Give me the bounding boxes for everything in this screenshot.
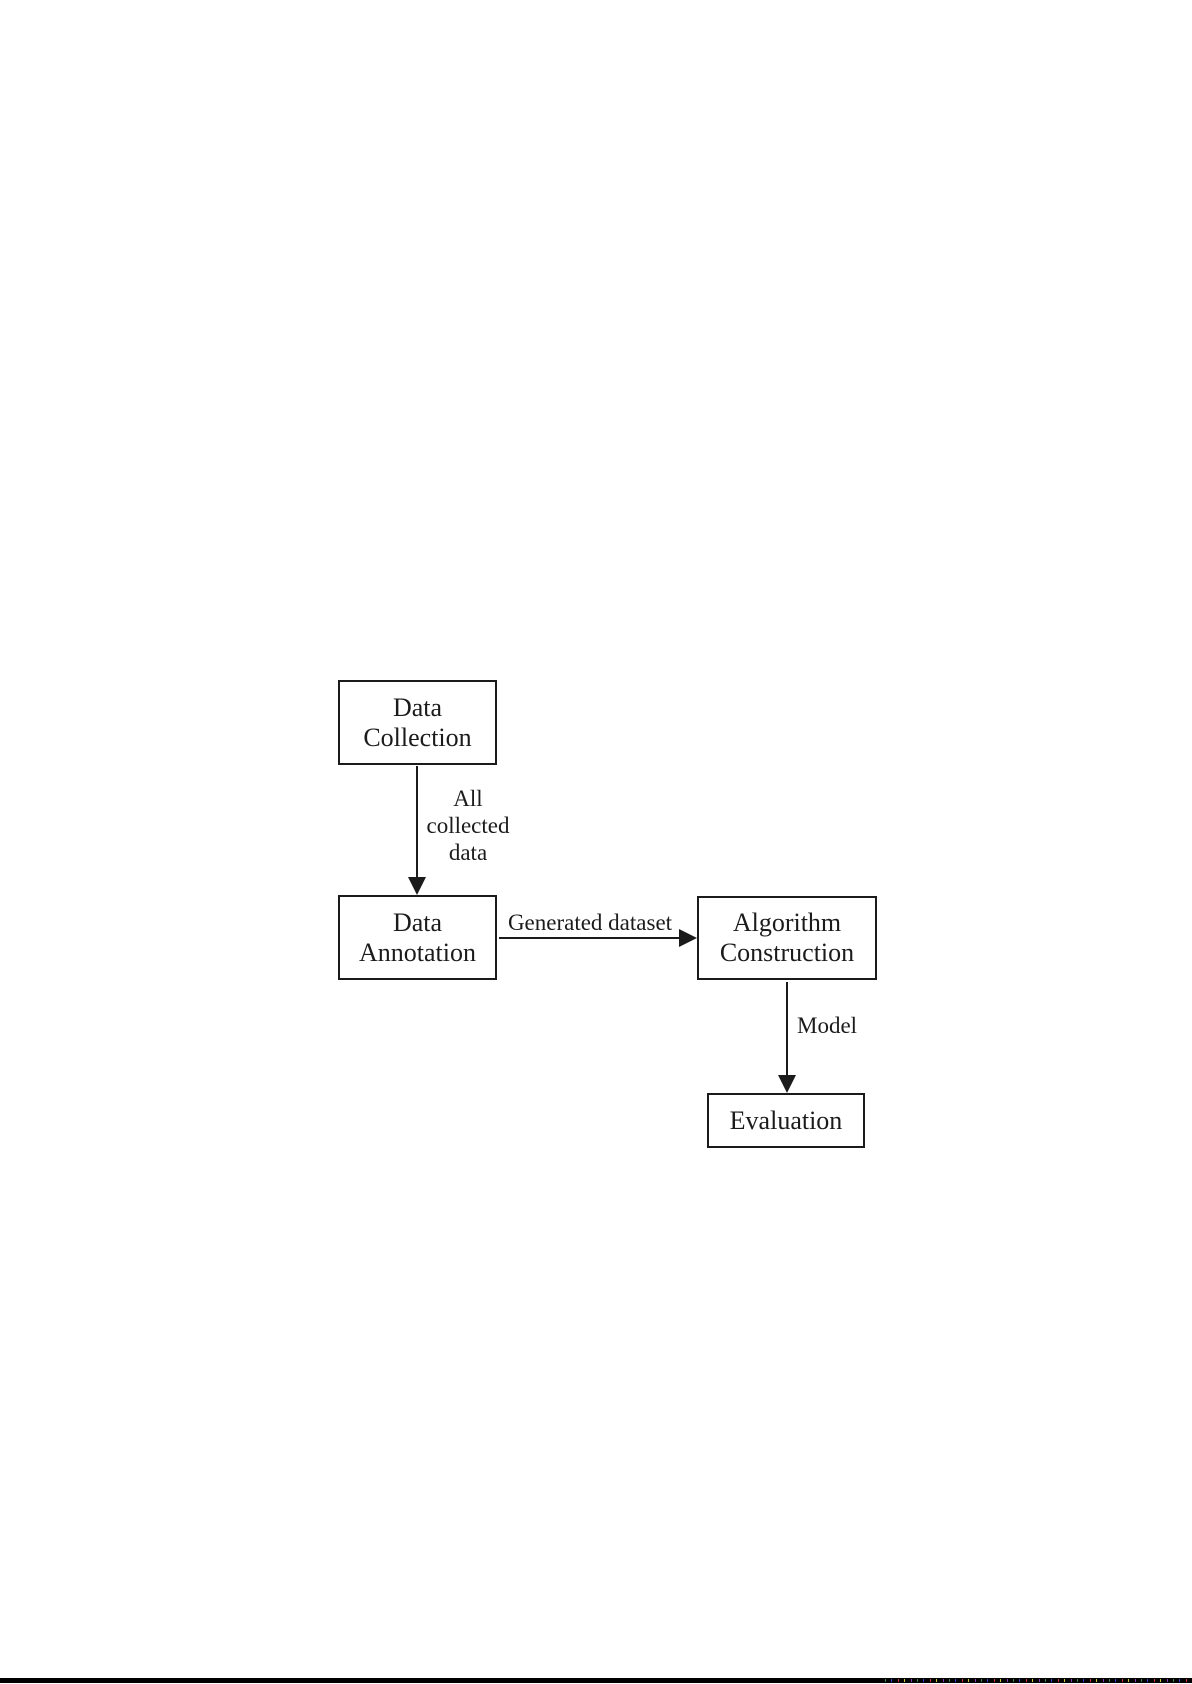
node-label-line: Data <box>392 692 443 722</box>
scan-noise-strip <box>880 1679 1192 1682</box>
node-evaluation: Evaluation <box>707 1093 865 1148</box>
scan-artifact-bar <box>0 1678 1192 1683</box>
edge-construction-to-evaluation-line <box>786 982 788 1077</box>
node-label-line: Annotation <box>359 937 476 967</box>
edge-label-model: Model <box>797 1013 858 1038</box>
arrowhead-down-icon <box>408 877 426 895</box>
edge-label-line: All <box>453 786 483 811</box>
arrowhead-down-icon <box>778 1075 796 1093</box>
node-label-line: Construction <box>719 938 855 967</box>
edge-label-generated-dataset: Generated dataset <box>507 910 673 935</box>
node-label-line: Algorithm <box>732 908 842 937</box>
arrowhead-right-icon <box>679 929 697 947</box>
node-label-line: Evaluation <box>729 1105 843 1135</box>
edge-annotation-to-construction-line <box>499 937 681 939</box>
node-label-line: Collection <box>363 722 472 752</box>
node-data-annotation: Data Annotation <box>338 895 497 980</box>
edge-label-line: collected <box>426 813 510 838</box>
edge-label-all-collected-data: All collected data <box>388 785 548 866</box>
node-label-line: Data <box>392 907 443 937</box>
node-algorithm-construction: Algorithm Construction <box>697 896 877 980</box>
edge-collection-to-annotation-line <box>416 766 418 879</box>
node-data-collection: Data Collection <box>338 680 497 765</box>
edge-label-line: data <box>448 840 488 865</box>
